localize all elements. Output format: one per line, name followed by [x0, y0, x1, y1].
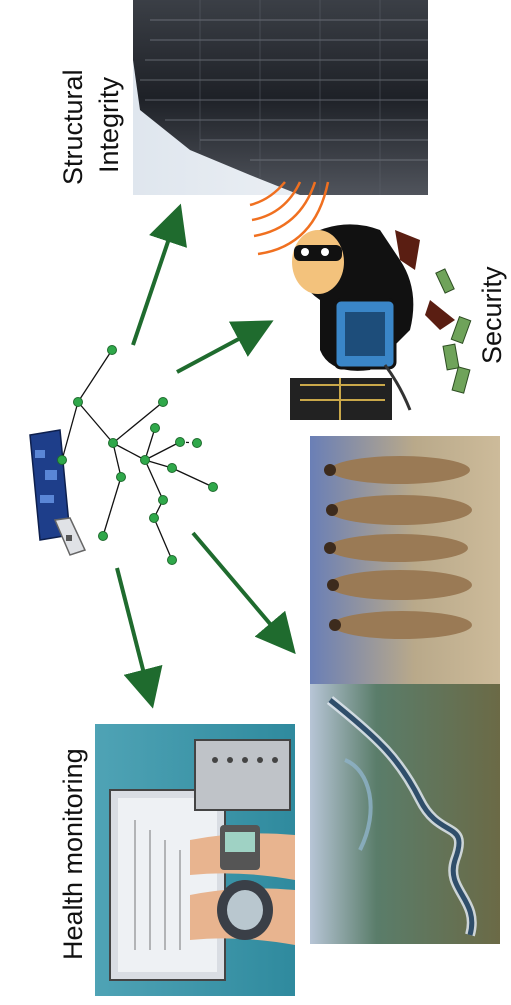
meerkats-photo: [310, 436, 500, 684]
river-aerial-photo: [310, 684, 500, 944]
label-integrity: Integrity: [94, 76, 124, 173]
burglar-cartoon: [290, 224, 472, 420]
network-nodes: [57, 345, 218, 565]
label-health-monitoring: Health monitoring: [58, 748, 88, 960]
arrows: [115, 203, 296, 709]
label-structural: Structural: [58, 69, 88, 185]
signal-waves: [249, 181, 330, 256]
network-edges: [61, 349, 214, 561]
label-security: Security: [477, 266, 507, 364]
health-monitor-photo: [95, 724, 295, 996]
usb-sensor-mote-icon: [29, 429, 87, 556]
